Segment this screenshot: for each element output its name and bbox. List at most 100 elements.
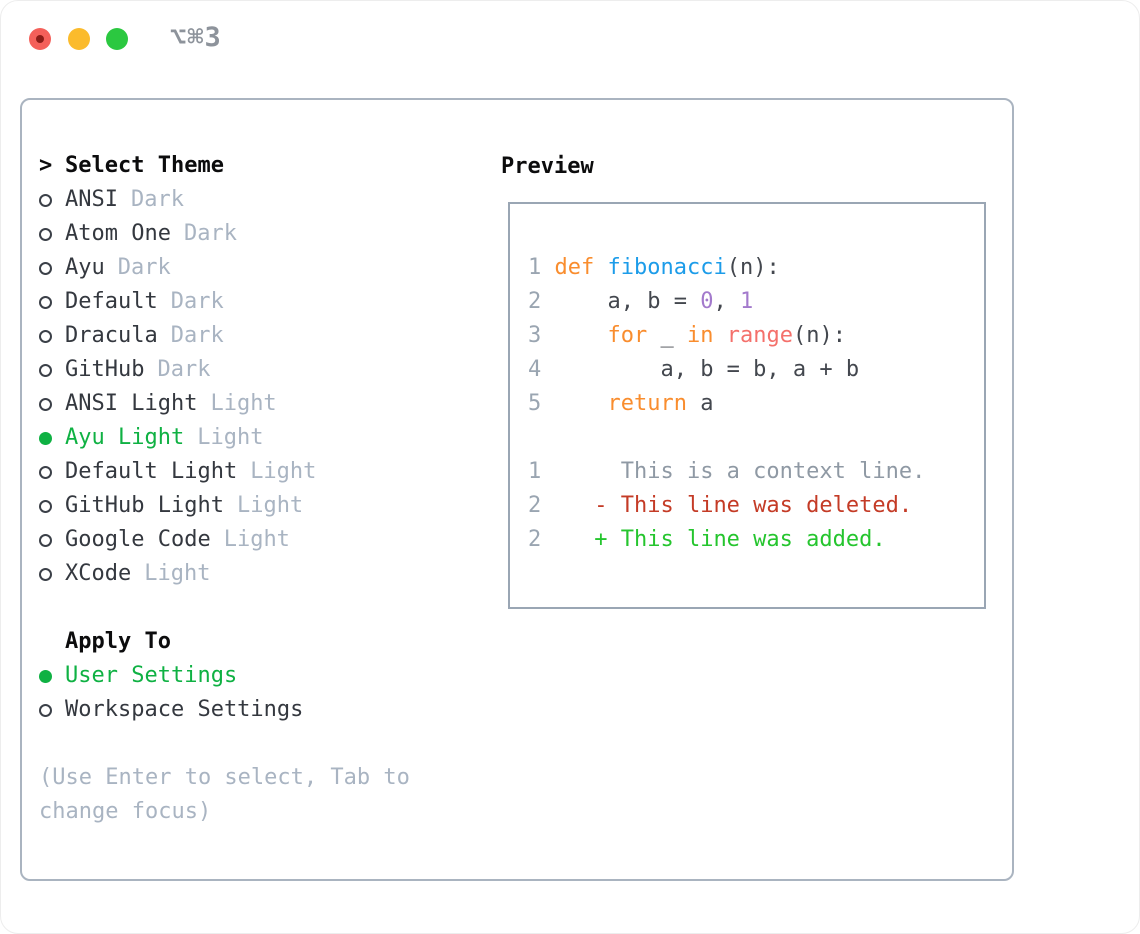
minimize-button[interactable] <box>68 28 90 50</box>
apply-option-label: User Settings <box>65 663 238 688</box>
marker-cell <box>39 329 65 343</box>
code-token: 2 <box>528 526 542 552</box>
radio-icon <box>39 499 52 513</box>
marker-cell <box>39 703 65 717</box>
theme-option-default-light[interactable]: Default Light Light <box>39 455 410 489</box>
marker-cell <box>39 499 65 513</box>
marker-cell <box>39 261 65 275</box>
theme-variant-tag: Dark <box>157 357 211 382</box>
theme-variant-tag: Dark <box>130 187 184 212</box>
radio-icon <box>39 567 52 581</box>
spacer <box>39 727 410 761</box>
theme-variant-tag: Dark <box>183 221 237 246</box>
code-token: 1 <box>528 458 542 484</box>
window-shortcut-label: ⌥⌘3 <box>170 22 222 53</box>
theme-option-label: Dracula <box>65 323 158 348</box>
theme-option-label: Ayu <box>65 255 105 280</box>
theme-option-ansi[interactable]: ANSI Dark <box>39 183 410 217</box>
diff-deleted-line: 2 - This line was deleted. <box>528 488 984 522</box>
code-token <box>594 255 607 280</box>
code-token: 1 <box>739 288 754 314</box>
code-token: 1 <box>528 254 542 280</box>
theme-option-label: XCode <box>65 561 132 586</box>
theme-option-ayu-light[interactable]: Ayu Light Light <box>39 421 410 455</box>
theme-variant-tag: Light <box>144 561 211 586</box>
close-button[interactable] <box>29 28 51 50</box>
theme-option-dracula[interactable]: Dracula Dark <box>39 319 410 353</box>
code-token <box>541 527 594 552</box>
theme-option-ayu[interactable]: Ayu Dark <box>39 251 410 285</box>
apply-option-user-settings[interactable]: User Settings <box>39 659 410 693</box>
radio-icon <box>39 465 52 479</box>
diff-context-line: 1 This is a context line. <box>528 454 984 488</box>
cursor-prompt-icon: > <box>39 153 53 178</box>
code-token <box>713 323 726 348</box>
radio-icon <box>39 329 52 343</box>
code-token: 5 <box>528 390 542 416</box>
theme-variant-tag: Dark <box>117 255 171 280</box>
theme-variant-tag: Light <box>210 391 277 416</box>
code-token <box>541 255 554 280</box>
radio-icon <box>39 397 52 411</box>
code-token: def <box>554 254 595 280</box>
code-token: range <box>726 322 793 348</box>
theme-option-atom-one[interactable]: Atom One Dark <box>39 217 410 251</box>
theme-option-label: ANSI <box>65 187 118 212</box>
code-token: + This line was added. <box>594 526 886 552</box>
help-text-line-1: (Use Enter to select, Tab to <box>39 765 410 790</box>
help-text-line-2: change focus) <box>39 799 212 824</box>
spacer <box>39 591 410 625</box>
code-token <box>541 323 607 348</box>
code-line-1: 1 def fibonacci(n): <box>528 250 984 284</box>
theme-variant-tag: Light <box>250 459 317 484</box>
radio-selected-icon <box>39 431 52 445</box>
code-token: a <box>686 390 714 416</box>
radio-icon <box>39 703 52 717</box>
code-token: This is a context line. <box>541 458 926 484</box>
theme-variant-tag: Light <box>236 493 304 518</box>
radio-icon <box>39 295 52 309</box>
code-token: (n): <box>726 254 780 280</box>
radio-selected-icon <box>39 669 52 683</box>
theme-option-label: Atom One <box>65 221 171 246</box>
theme-option-xcode[interactable]: XCode Light <box>39 557 410 591</box>
marker-cell <box>39 533 65 547</box>
code-token: 2 <box>528 288 542 314</box>
apply-to-title: Apply To <box>65 629 171 654</box>
theme-option-github[interactable]: GitHub Dark <box>39 353 410 387</box>
zoom-button[interactable] <box>106 28 128 50</box>
theme-option-label: Default Light <box>65 459 238 484</box>
theme-option-label: GitHub <box>65 357 145 382</box>
marker-cell <box>39 567 65 581</box>
radio-icon <box>39 227 52 241</box>
theme-option-label: Default <box>65 289 158 314</box>
radio-icon <box>39 261 52 275</box>
code-line-2: 2 a, b = 0, 1 <box>528 284 984 318</box>
marker-cell <box>39 669 65 683</box>
theme-variant-tag: Light <box>197 425 264 450</box>
code-token <box>541 391 607 416</box>
marker-cell <box>39 193 65 207</box>
theme-option-label: Google Code <box>65 527 211 552</box>
code-token <box>541 493 594 518</box>
theme-variant-tag: Dark <box>170 323 224 348</box>
theme-option-label: Ayu Light <box>65 425 185 450</box>
code-token: 0 <box>700 288 714 314</box>
code-token: (n): <box>792 322 846 348</box>
code-token: for <box>607 322 648 348</box>
code-line-5: 5 return a <box>528 386 984 420</box>
theme-option-google-code[interactable]: Google Code Light <box>39 523 410 557</box>
diff-added-line: 2 + This line was added. <box>528 522 984 556</box>
theme-variant-tag: Light <box>223 527 290 552</box>
code-token: , <box>713 288 740 314</box>
theme-select-header: > Select Theme <box>39 149 410 183</box>
apply-option-workspace-settings[interactable]: Workspace Settings <box>39 693 410 727</box>
marker-cell <box>39 363 65 377</box>
